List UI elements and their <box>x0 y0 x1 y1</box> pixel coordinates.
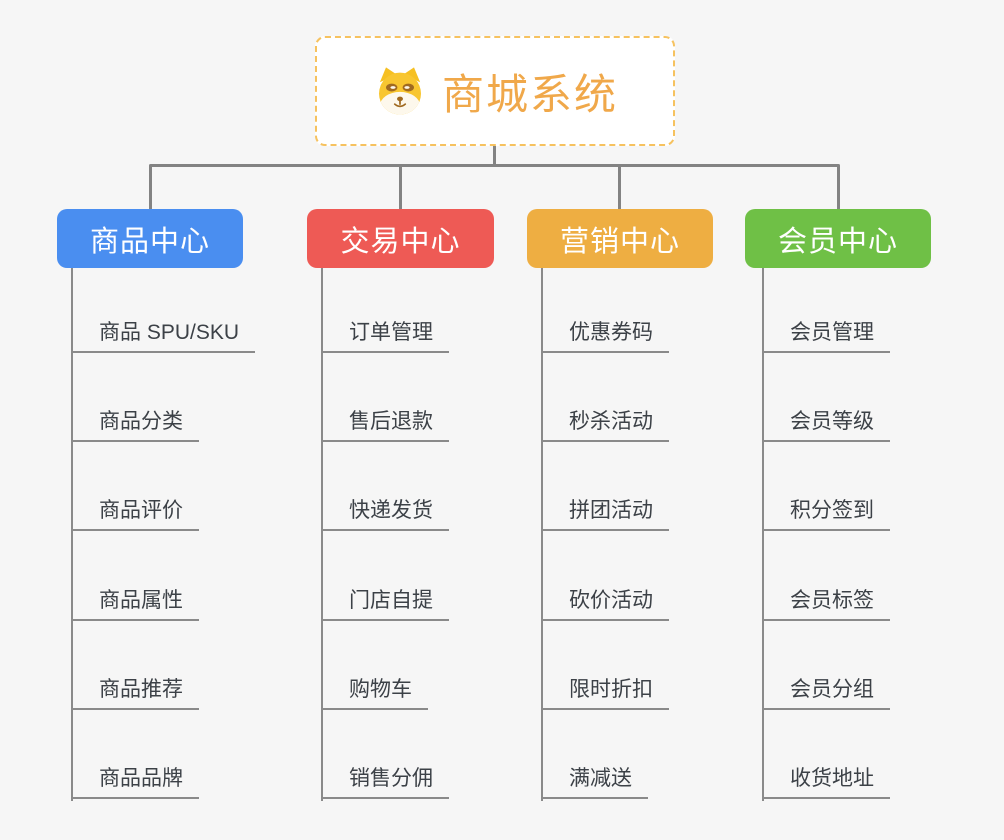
branch-children-trade-center: 订单管理 售后退款 快递发货 门店自提 购物车 销售分佣 <box>321 268 556 803</box>
tree-item[interactable]: 商品分类 <box>71 404 199 442</box>
branch-children-product-center: 商品 SPU/SKU 商品分类 商品评价 商品属性 商品推荐 商品品牌 <box>71 268 306 803</box>
connector-spine <box>762 268 764 801</box>
branch-node-trade-center[interactable]: 交易中心 <box>307 209 494 268</box>
tree-item[interactable]: 会员分组 <box>762 672 890 710</box>
root-node[interactable]: 商城系统 <box>315 36 675 146</box>
tree-item[interactable]: 优惠券码 <box>541 315 669 353</box>
root-title: 商城系统 <box>441 70 618 118</box>
branch-children-member-center: 会员管理 会员等级 积分签到 会员标签 会员分组 收货地址 <box>762 268 997 803</box>
connector-drop-3 <box>618 166 621 209</box>
tree-item[interactable]: 积分签到 <box>762 493 890 531</box>
tree-item[interactable]: 商品属性 <box>71 583 199 621</box>
branch-children-marketing-center: 优惠券码 秒杀活动 拼团活动 砍价活动 限时折扣 满减送 <box>541 268 776 803</box>
branch-node-marketing-center[interactable]: 营销中心 <box>527 209 713 268</box>
tree-item[interactable]: 会员等级 <box>762 404 890 442</box>
tree-item[interactable]: 商品 SPU/SKU <box>71 315 256 353</box>
tree-item[interactable]: 门店自提 <box>321 583 449 621</box>
tree-item[interactable]: 商品品牌 <box>71 761 199 799</box>
connector-drop-1 <box>149 166 152 209</box>
tree-item[interactable]: 快递发货 <box>321 493 449 531</box>
tree-item[interactable]: 销售分佣 <box>321 761 449 799</box>
tree-item[interactable]: 购物车 <box>321 672 428 710</box>
connector-drop-4 <box>837 166 840 209</box>
tree-item[interactable]: 商品评价 <box>71 493 199 531</box>
tree-item[interactable]: 会员管理 <box>762 315 890 353</box>
dog-face-icon <box>378 67 421 115</box>
connector-spine <box>541 268 543 801</box>
connector-bus <box>149 164 840 167</box>
tree-item[interactable]: 秒杀活动 <box>541 404 669 442</box>
tree-item[interactable]: 售后退款 <box>321 404 449 442</box>
tree-item[interactable]: 订单管理 <box>321 315 449 353</box>
connector-spine <box>71 268 73 801</box>
tree-item[interactable]: 满减送 <box>541 761 648 799</box>
connector-root-drop <box>493 146 496 165</box>
branch-node-member-center[interactable]: 会员中心 <box>745 209 931 268</box>
tree-item[interactable]: 商品推荐 <box>71 672 199 710</box>
tree-item[interactable]: 收货地址 <box>762 761 890 799</box>
connector-drop-2 <box>399 166 402 209</box>
tree-item[interactable]: 限时折扣 <box>541 672 669 710</box>
branch-node-product-center[interactable]: 商品中心 <box>57 209 243 268</box>
connector-spine <box>321 268 323 801</box>
tree-item[interactable]: 砍价活动 <box>541 583 669 621</box>
tree-item[interactable]: 会员标签 <box>762 583 890 621</box>
tree-item[interactable]: 拼团活动 <box>541 493 669 531</box>
